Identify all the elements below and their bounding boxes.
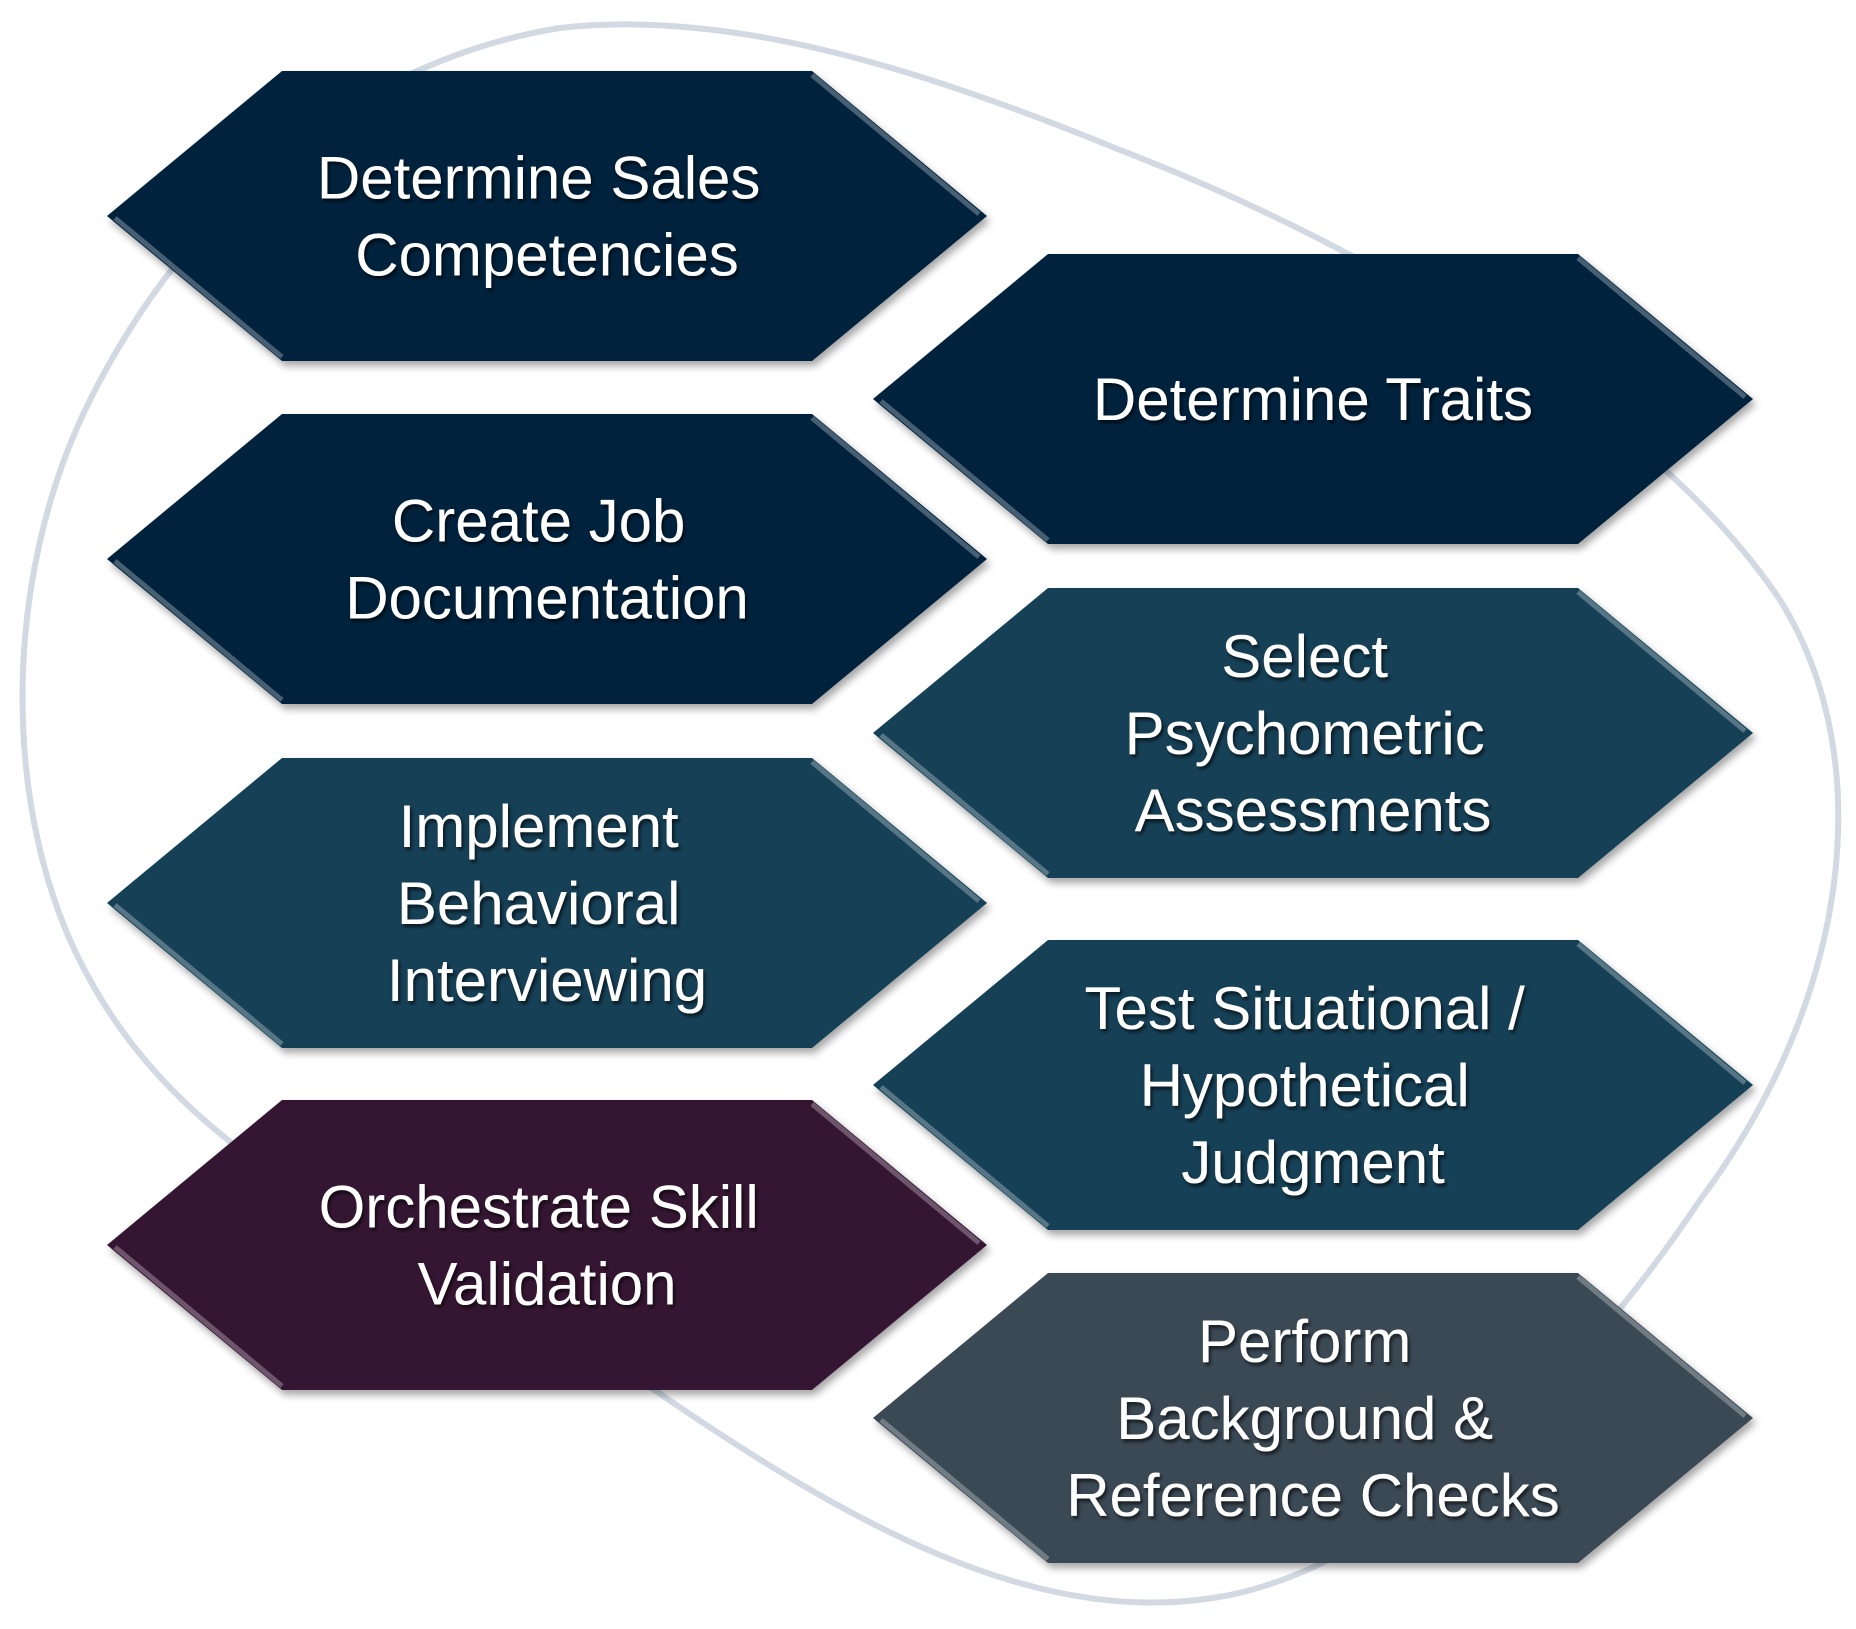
step-label-line: Determine Sales — [317, 145, 761, 212]
svg-text:Determine Traits: Determine Traits — [1093, 366, 1533, 433]
hexagon-bevel-highlight — [1576, 256, 1747, 399]
hexagon-bevel-highlight — [113, 903, 284, 1046]
hexagon-step: Test Situational / Hypothetical Judgment — [873, 940, 1753, 1230]
hexagon-shape — [107, 1100, 987, 1390]
step-label-line: Competencies — [355, 222, 739, 289]
hexagon-shape — [107, 758, 987, 1048]
hexagon-bevel-highlight — [1576, 1275, 1747, 1418]
hexagon-shape — [873, 588, 1753, 878]
step-label-line: Select — [1221, 623, 1388, 690]
step-label-line: Test Situational / — [1085, 975, 1526, 1042]
hexagon-bevel-highlight — [810, 416, 981, 559]
step-label-line: Interviewing — [387, 947, 707, 1014]
svg-text:Select Psychometric: Select Psychometric Assessments — [1125, 623, 1502, 844]
step-label-line: Psychometric — [1125, 700, 1485, 767]
hexagon-bevel-highlight — [810, 1102, 981, 1245]
hexagon-step: Orchestrate Skill Validation — [107, 1100, 987, 1390]
step-label-line: Documentation — [345, 565, 749, 632]
svg-text:Create Job Documentation: Create Job Documentation — [345, 488, 749, 632]
svg-text:Test Situational / Hypot: Test Situational / Hypothetical Judgment — [1085, 975, 1542, 1196]
hexagon-shape — [107, 414, 987, 704]
hexagon-step: Determine Sales Competencies — [107, 71, 987, 361]
hexagon-bevel-highlight — [810, 73, 981, 216]
hexagon-step: Create Job Documentation — [107, 414, 987, 704]
hexagon-shape — [873, 940, 1753, 1230]
hexagon-step: Select Psychometric Assessments — [873, 588, 1753, 878]
step-label-line: Orchestrate Skill — [319, 1174, 759, 1241]
hexagon-bevel-highlight — [1576, 590, 1747, 733]
hexagon-shape — [873, 254, 1753, 544]
hexagon-bevel-highlight — [113, 216, 284, 359]
step-label-line: Assessments — [1135, 777, 1492, 844]
hexagon-shape — [873, 1273, 1753, 1563]
step-label-line: Validation — [417, 1251, 676, 1318]
svg-text:Determine Sales Competen: Determine Sales Competencies — [317, 145, 777, 289]
svg-text:Implement Behavioral: Implement Behavioral Interviewing — [387, 793, 707, 1014]
hexagon-bevel-highlight — [113, 1245, 284, 1388]
hexagon-bevel-highlight — [113, 559, 284, 702]
step-label-line: Implement — [399, 793, 679, 860]
hexagon-shape — [107, 71, 987, 361]
hexagon-bevel-highlight — [879, 1418, 1050, 1561]
step-label-line: Behavioral — [397, 870, 681, 937]
step-label-line: Hypothetical — [1140, 1052, 1470, 1119]
hexagon-bevel-highlight — [810, 760, 981, 903]
step-label-line: Create Job — [392, 488, 686, 555]
step-label-line: Judgment — [1181, 1129, 1445, 1196]
hexagon-bevel-highlight — [879, 399, 1050, 542]
hexagon-bevel-highlight — [879, 733, 1050, 876]
step-label-line: Background & — [1116, 1385, 1493, 1452]
hexagon-bevel-highlight — [1576, 942, 1747, 1085]
svg-text:Perform Background &: Perform Background & Reference Checks — [1066, 1308, 1560, 1529]
step-label-line: Reference Checks — [1066, 1462, 1560, 1529]
hexagon-bevel-highlight — [879, 1085, 1050, 1228]
hexagon-step: Determine Traits — [873, 254, 1753, 544]
svg-text:Orchestrate Skill Valida: Orchestrate Skill Validation — [319, 1174, 776, 1318]
hexagon-step: Perform Background & Reference Checks — [873, 1273, 1753, 1563]
step-label-line: Determine Traits — [1093, 366, 1533, 433]
step-label-line: Perform — [1198, 1308, 1411, 1375]
hexagon-step: Implement Behavioral Interviewing — [107, 758, 987, 1048]
